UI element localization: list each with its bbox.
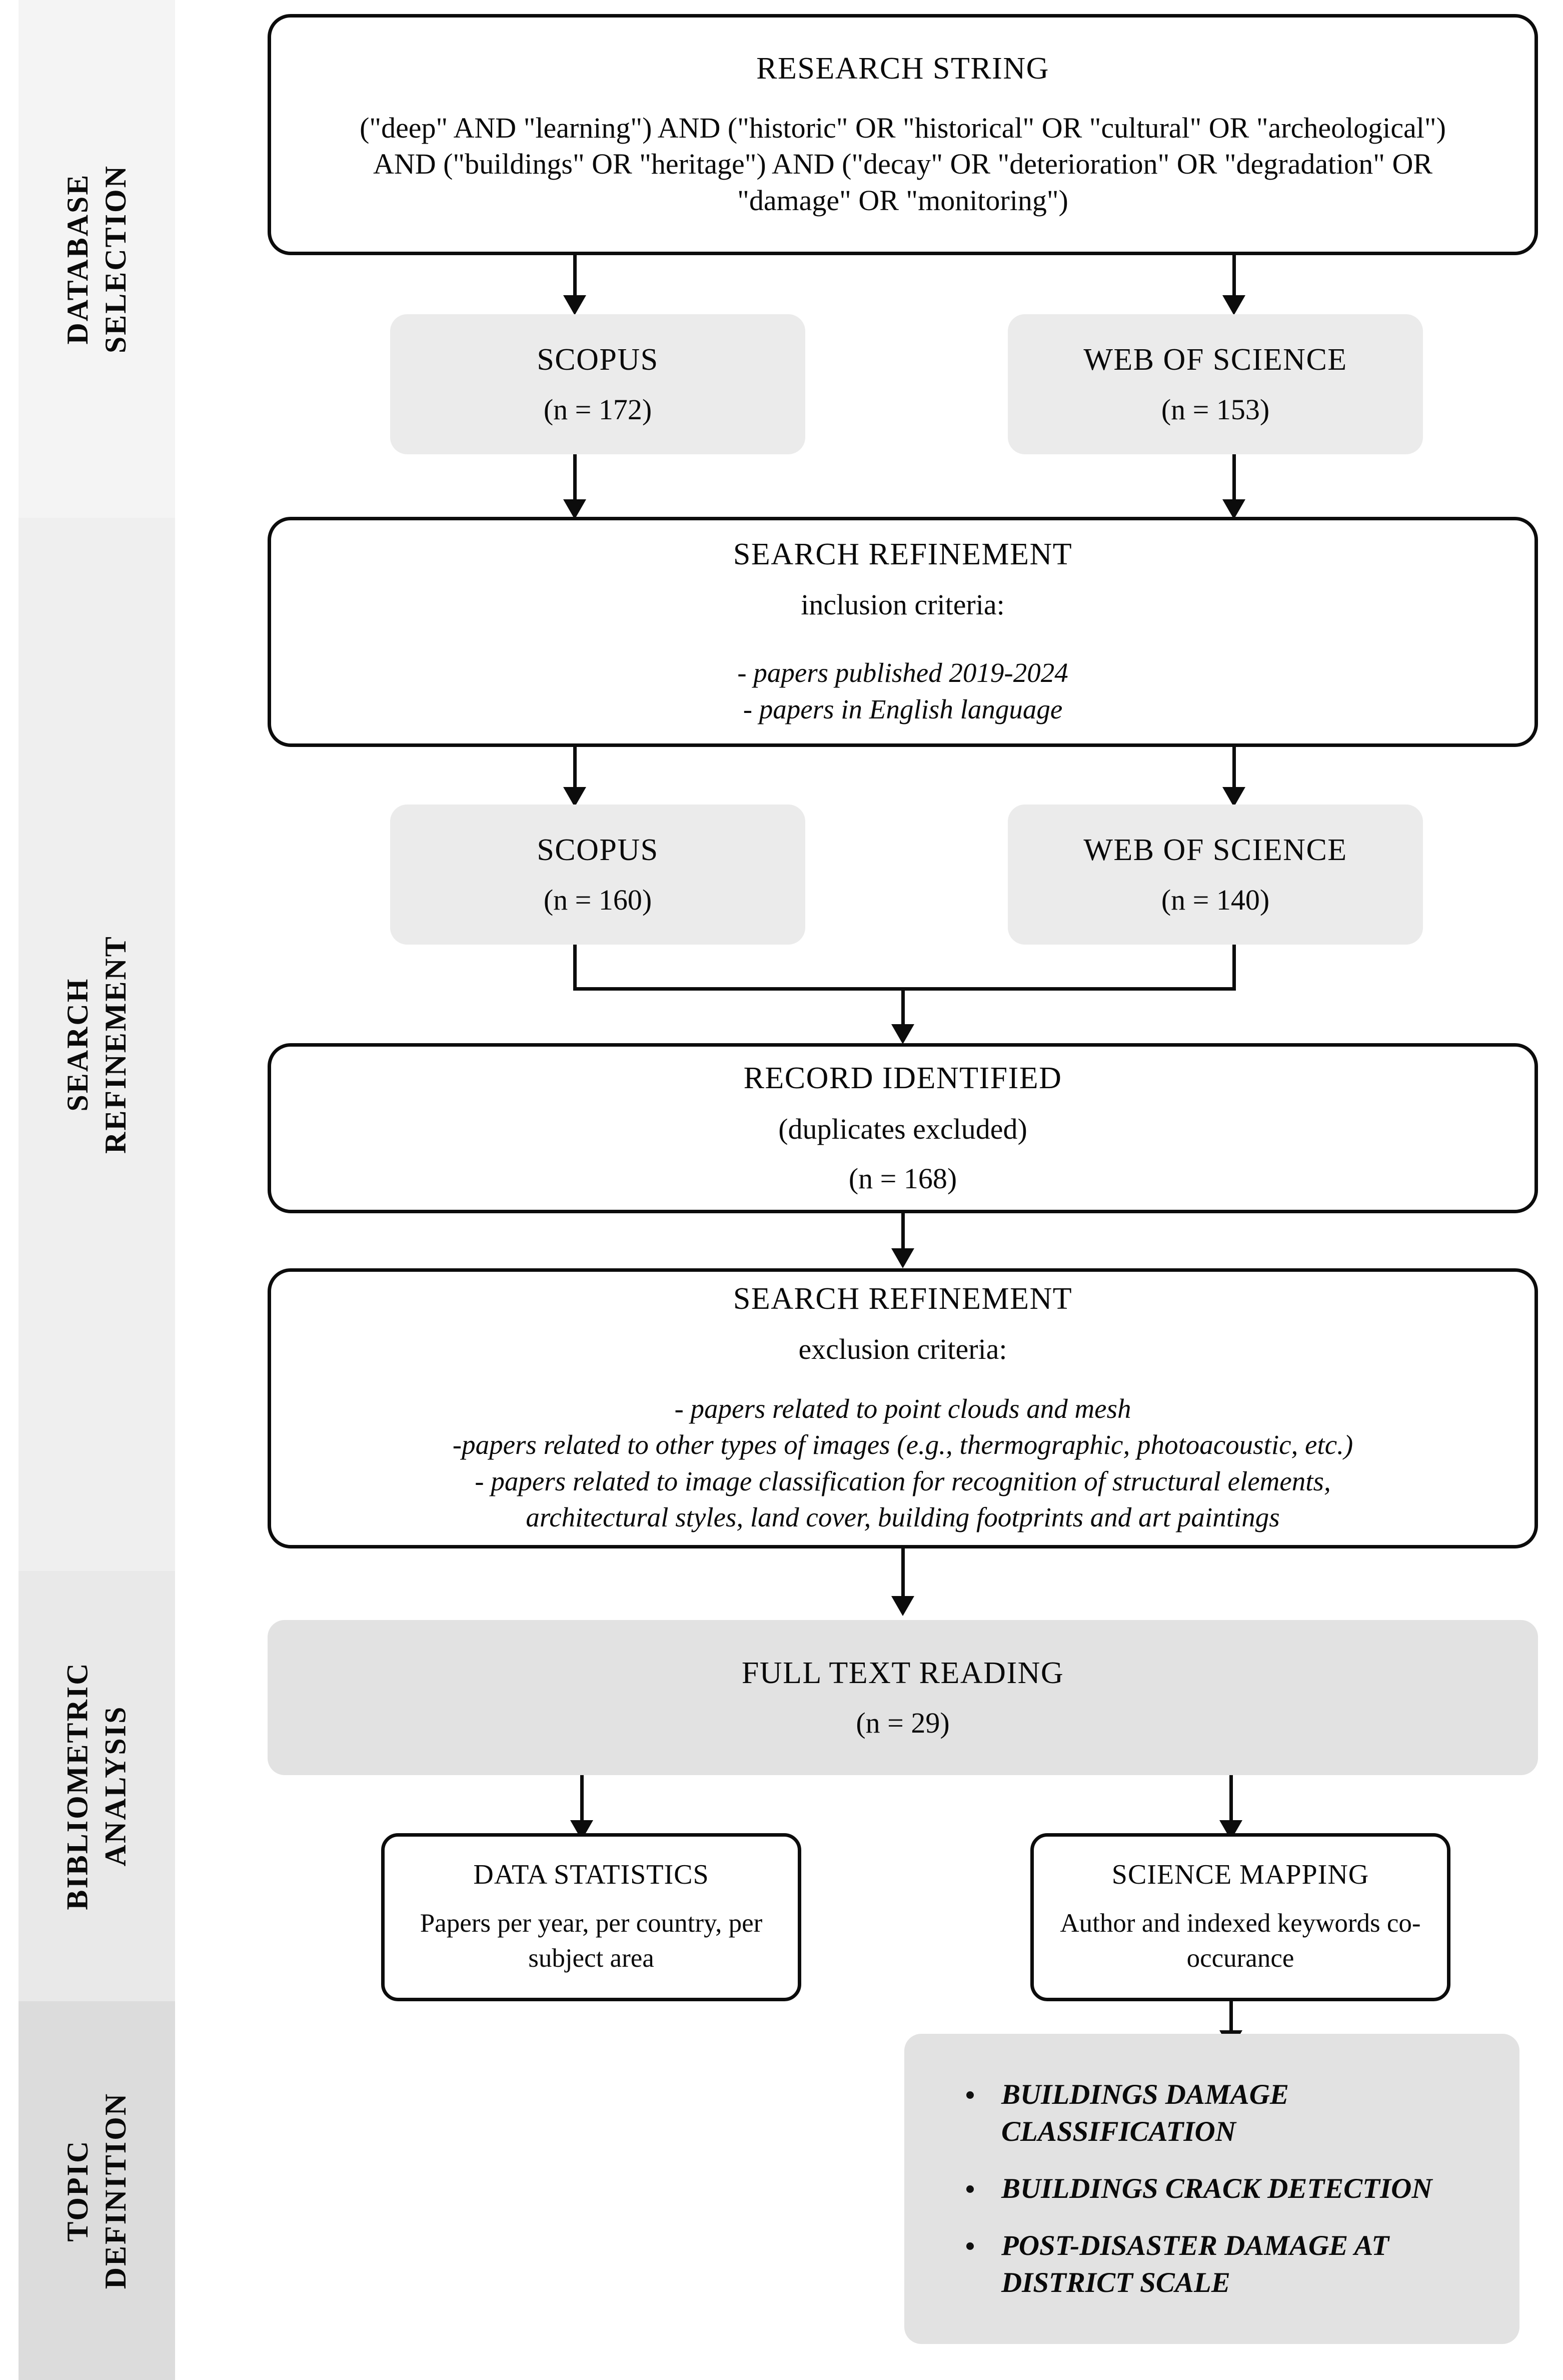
rail-line-2: DEFINITION [99,2092,132,2289]
full-text-reading-count: (n = 29) [856,1706,950,1739]
data-statistics-body: Papers per year, per country, per subjec… [420,1908,763,1973]
connector-fulltext-to-sciencemapping [1229,1775,1233,1828]
node-research-string: RESEARCH STRING ("deep" AND "learning") … [268,14,1538,255]
rail-line-1: BIBLIOMETRIC [61,1662,94,1911]
connector-record-to-exclusion [901,1213,905,1253]
exclusion-criterion-3: - papers related to image classification… [475,1465,1331,1496]
inclusion-subtitle: inclusion criteria: [801,588,1005,621]
arrow-wos1-to-inclusion [1222,499,1245,519]
node-wos-initial: WEB OF SCIENCE (n = 153) [1008,314,1423,454]
node-scopus-refined: SCOPUS (n = 160) [390,805,805,945]
node-search-refinement-inclusion: SEARCH REFINEMENT inclusion criteria: - … [268,517,1538,747]
rail-line-2: SELECTION [99,164,132,354]
connector-fulltext-to-datastats [580,1775,584,1828]
connector-wos1-to-inclusion [1232,454,1236,504]
connector-research-to-scopus1 [573,255,577,300]
record-identified-subtitle: (duplicates excluded) [778,1112,1027,1145]
inclusion-title: SEARCH REFINEMENT [733,537,1073,571]
scopus-refined-count: (n = 160) [543,883,652,916]
research-string-title: RESEARCH STRING [756,51,1049,86]
rail-line-2: ANALYSIS [99,1706,132,1867]
rail-section-bibliometric-analysis: BIBLIOMETRIC ANALYSIS [19,1571,175,2001]
arrow-research-to-wos1 [1222,295,1245,315]
topic-list-item: POST-DISASTER DAMAGE AT DISTRICT SCALE [959,2227,1489,2301]
record-identified-title: RECORD IDENTIFIED [743,1061,1062,1096]
full-text-reading-title: FULL TEXT READING [741,1656,1064,1690]
exclusion-title: SEARCH REFINEMENT [733,1281,1073,1316]
exclusion-criterion-2: -papers related to other types of images… [452,1429,1353,1460]
rail-label-search-refinement: SEARCH REFINEMENT [59,935,135,1154]
arrow-scopus1-to-inclusion [563,499,586,519]
rail-line-2: REFINEMENT [99,935,132,1154]
arrow-inclusion-to-wos2 [1222,787,1245,807]
rail-section-topic-definition: TOPIC DEFINITION [19,2001,175,2380]
inclusion-criterion-2: - papers in English language [743,693,1063,724]
exclusion-subtitle: exclusion criteria: [798,1333,1007,1366]
node-topic-definition-list: BUILDINGS DAMAGE CLASSIFICATION BUILDING… [904,2034,1519,2344]
exclusion-criterion-4: architectural styles, land cover, buildi… [526,1502,1280,1533]
arrow-research-to-scopus1 [563,295,586,315]
node-wos-refined: WEB OF SCIENCE (n = 140) [1008,805,1423,945]
wos-refined-count: (n = 140) [1161,883,1270,916]
node-scopus-initial: SCOPUS (n = 172) [390,314,805,454]
science-mapping-body: Author and indexed keywords co-occurance [1060,1908,1421,1973]
scopus-refined-title: SCOPUS [537,833,659,867]
connector-scopus1-to-inclusion [573,454,577,504]
data-statistics-title: DATA STATISTICS [473,1859,709,1891]
connector-inclusion-to-scopus2 [573,747,577,792]
wos-initial-count: (n = 153) [1161,393,1270,426]
topic-list: BUILDINGS DAMAGE CLASSIFICATION BUILDING… [904,2076,1519,2301]
rail-label-topic-definition: TOPIC DEFINITION [59,2092,135,2289]
arrow-record-to-exclusion [891,1248,914,1268]
record-identified-count: (n = 168) [848,1162,957,1195]
rail-line-1: TOPIC [61,2139,94,2242]
connector-wos2-down [1232,945,1236,991]
topic-list-item: BUILDINGS DAMAGE CLASSIFICATION [959,2076,1489,2150]
arrow-exclusion-to-fulltext [891,1596,914,1616]
arrow-inclusion-to-scopus2 [563,787,586,807]
rail-section-search-refinement: SEARCH REFINEMENT [19,518,175,1571]
connector-exclusion-to-fulltext [901,1548,905,1604]
connector-inclusion-to-wos2 [1232,747,1236,792]
connector-sciencemapping-to-topics [1229,2001,1233,2035]
arrow-merge-to-record [891,1024,914,1044]
rail-line-1: DATABASE [61,173,94,345]
node-data-statistics: DATA STATISTICS Papers per year, per cou… [381,1833,801,2001]
node-record-identified: RECORD IDENTIFIED (duplicates excluded) … [268,1043,1538,1213]
connector-scopus2-down [573,945,577,991]
scopus-initial-title: SCOPUS [537,342,659,377]
wos-initial-title: WEB OF SCIENCE [1083,342,1347,377]
rail-line-1: SEARCH [61,977,94,1112]
scopus-initial-count: (n = 172) [543,393,652,426]
node-science-mapping: SCIENCE MAPPING Author and indexed keywo… [1030,1833,1450,2001]
rail-label-bibliometric-analysis: BIBLIOMETRIC ANALYSIS [59,1662,135,1910]
rail-label-database-selection: DATABASE SELECTION [59,165,135,353]
exclusion-criterion-1: - papers related to point clouds and mes… [674,1393,1131,1424]
connector-merge-to-record [901,987,905,1029]
inclusion-criterion-1: - papers published 2019-2024 [737,657,1068,688]
wos-refined-title: WEB OF SCIENCE [1083,833,1347,867]
rail-section-database-selection: DATABASE SELECTION [19,0,175,518]
connector-research-to-wos1 [1232,255,1236,300]
topic-list-item: BUILDINGS CRACK DETECTION [959,2170,1489,2207]
research-string-body: ("deep" AND "learning") AND ("historic" … [360,111,1446,217]
node-full-text-reading: FULL TEXT READING (n = 29) [268,1620,1538,1775]
science-mapping-title: SCIENCE MAPPING [1111,1859,1369,1891]
node-search-refinement-exclusion: SEARCH REFINEMENT exclusion criteria: - … [268,1268,1538,1548]
